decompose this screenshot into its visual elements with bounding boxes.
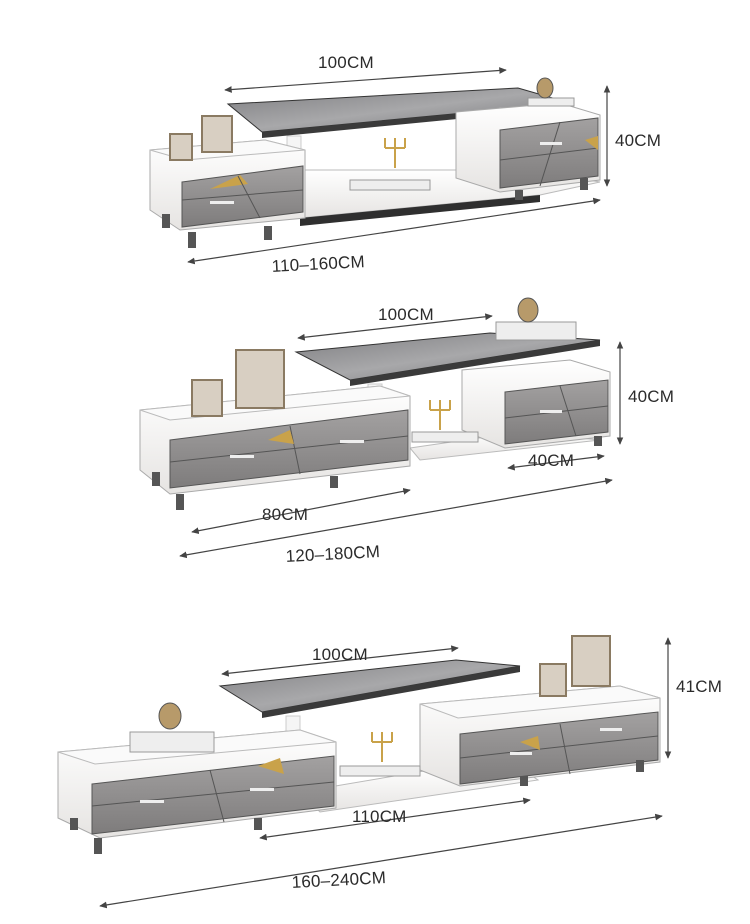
- photo-frame: [539, 663, 567, 697]
- vase: [158, 702, 182, 730]
- photo-frame: [201, 115, 233, 153]
- vase: [517, 297, 539, 323]
- photo-frame: [191, 379, 223, 417]
- label-side-width: 40CM: [528, 451, 574, 470]
- figure-medium: 100CM 40CM 40CM 80CM 120–180CM: [139, 297, 674, 566]
- label-height: 40CM: [628, 387, 674, 406]
- candle-holder: [384, 138, 406, 168]
- label-height: 40CM: [615, 131, 661, 150]
- label-middle-width: 110CM: [352, 807, 407, 826]
- label-top-width: 100CM: [312, 645, 368, 664]
- figure-compact: 100CM 40CM 110–160CM: [149, 53, 661, 276]
- label-height: 41CM: [676, 677, 722, 696]
- label-total-width: 120–180CM: [285, 542, 380, 566]
- label-top-width: 100CM: [378, 305, 434, 324]
- right-drawer: [499, 117, 599, 189]
- book-stack: [129, 731, 215, 753]
- photo-frame: [571, 635, 611, 687]
- photo-frame: [235, 349, 285, 409]
- figure-extended: 100CM 41CM 110CM 160–240CM: [57, 635, 722, 909]
- label-total-width: 110–160CM: [271, 252, 365, 276]
- book-stack: [349, 179, 431, 191]
- photo-frame: [169, 133, 193, 161]
- label-top-width: 100CM: [318, 53, 374, 72]
- label-total-width: 160–240CM: [291, 868, 386, 892]
- candle-holder: [429, 400, 451, 430]
- book-stack: [411, 431, 479, 443]
- candle-holder: [371, 732, 393, 762]
- label-body-width: 80CM: [262, 505, 308, 524]
- vase: [536, 77, 554, 99]
